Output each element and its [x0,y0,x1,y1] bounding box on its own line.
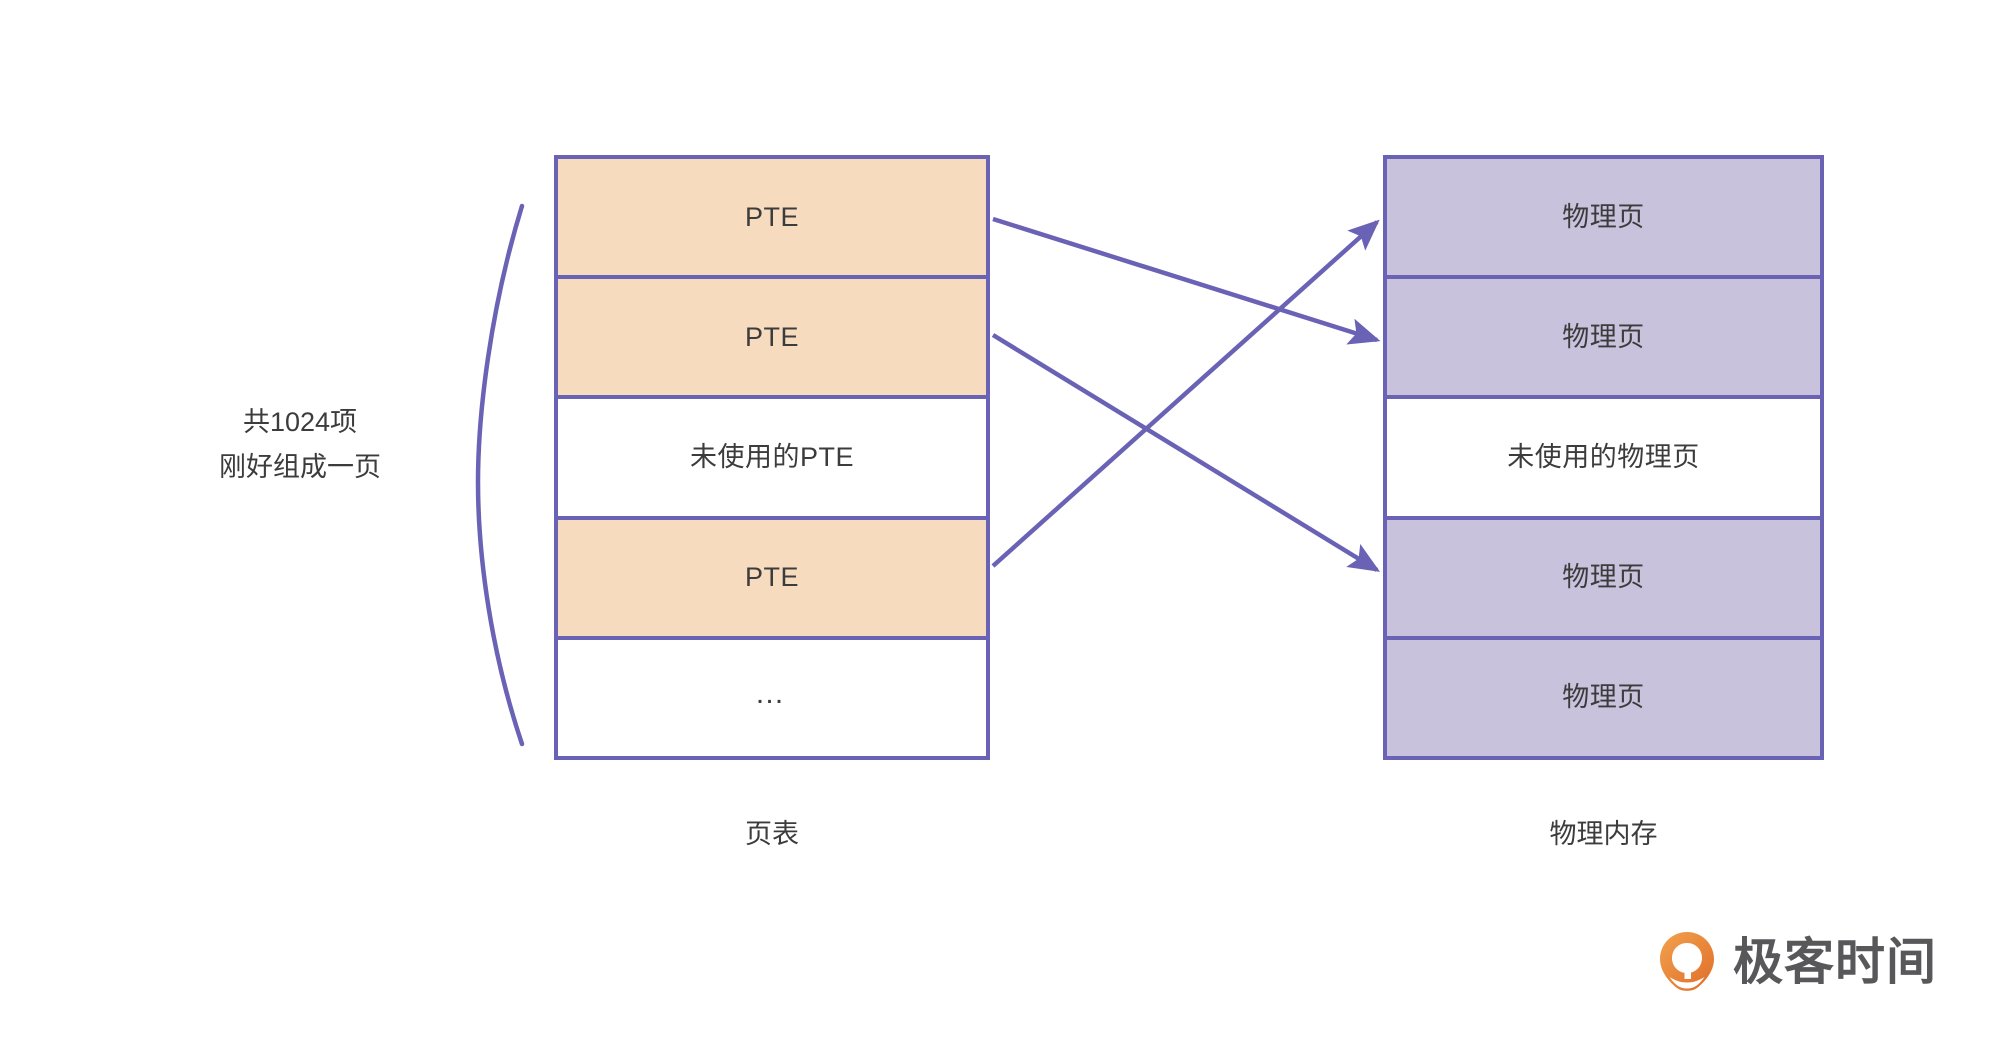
mapping-arrow-2 [991,333,1381,572]
page-table-caption: 页表 [745,819,799,849]
physical-memory-row-5[interactable]: 物理页 [1387,639,1820,757]
page-table-cell-label: PTE [744,562,799,593]
physical-memory-cell-label: 物理页 [1562,201,1645,232]
brace-icon [475,203,525,747]
physical-memory-row-3[interactable]: 未使用的物理页 [1387,399,1820,520]
physical-memory-cell-label: 物理页 [1562,562,1645,593]
brand-wordmark: 极客时间 [1733,934,1937,990]
page-table-cell-label: PTE [744,321,799,352]
page-table: PTE PTE 未使用的PTE PTE … [554,155,990,760]
page-table-cell-label: PTE [744,201,799,232]
physical-memory-row-4[interactable]: 物理页 [1387,519,1820,640]
page-table-row-1[interactable]: PTE [558,159,986,280]
physical-memory-cell-label: 未使用的物理页 [1507,442,1700,472]
physical-memory-cell-label: 物理页 [1562,682,1645,713]
geektime-logo-icon [1660,932,1714,991]
brand-logo: 极客时间 [1655,930,1937,994]
physical-memory-table: 物理页 物理页 未使用的物理页 物理页 物理页 [1383,155,1824,760]
physical-memory-row-1[interactable]: 物理页 [1387,159,1820,280]
annotation-line-2: 刚好组成一页 [219,451,381,482]
physical-memory-caption: 物理内存 [1549,819,1658,849]
page-table-row-3[interactable]: 未使用的PTE [558,399,986,520]
page-table-cell-label: 未使用的PTE [689,442,854,472]
physical-memory-row-2[interactable]: 物理页 [1387,279,1820,400]
page-table-annotation: 共1024项 刚好组成一页 [140,400,460,489]
page-table-cell-label: … [754,676,790,710]
physical-memory-cell-label: 物理页 [1562,321,1645,352]
page-table-row-4[interactable]: PTE [558,519,986,640]
annotation-line-1: 共1024项 [242,407,358,437]
mapping-arrow-1 [992,216,1381,345]
page-table-row-5[interactable]: … [558,639,986,757]
page-table-row-2[interactable]: PTE [558,279,986,400]
mapping-arrow-3 [991,219,1380,568]
